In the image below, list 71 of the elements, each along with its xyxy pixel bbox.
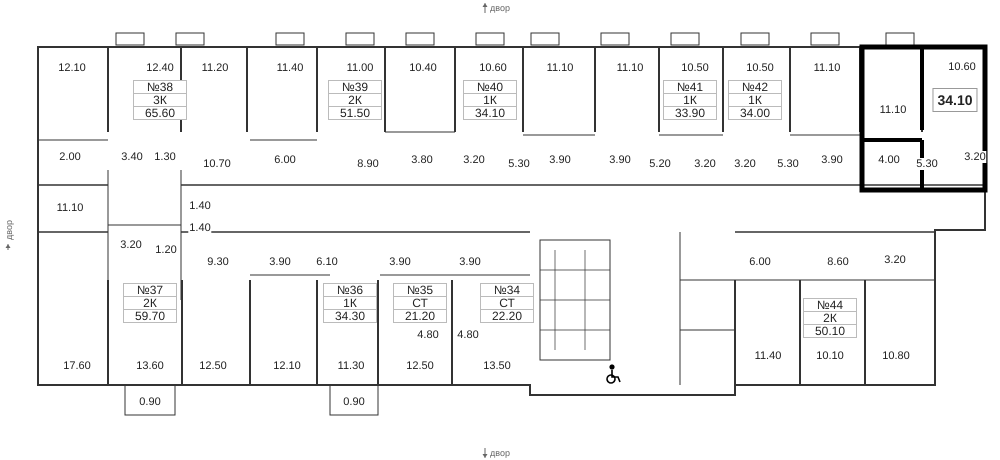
room-area: 8.60: [826, 256, 850, 268]
room-area: 5.30: [776, 158, 800, 170]
room-area: 0.90: [138, 396, 162, 408]
apartment-tag: №44 2К 50.10: [803, 298, 857, 338]
room-area: 11.10: [812, 62, 842, 74]
room-area: 12.50: [198, 360, 228, 372]
room-area: 12.50: [405, 360, 435, 372]
room-area: 5.30: [507, 158, 531, 170]
room-area: 3.90: [458, 256, 482, 268]
apartment-tag: №39 2К 51.50: [328, 80, 382, 120]
room-area: 11.10: [546, 62, 574, 74]
room-area: 3.40: [120, 151, 144, 163]
room-area: 10.60: [478, 62, 508, 74]
room-area: 10.50: [745, 62, 775, 74]
room-area: 1.40: [188, 222, 212, 234]
room-area: 3.20: [462, 154, 486, 166]
room-area: 3.90: [548, 154, 572, 166]
room-area: 9.30: [206, 256, 230, 268]
room-area: 13.60: [135, 360, 165, 372]
room-area: 3.20: [963, 151, 987, 163]
room-area: 11.20: [200, 62, 230, 74]
room-area: 13.50: [482, 360, 512, 372]
room-area: 1.40: [188, 200, 212, 212]
room-area: 11.40: [754, 350, 782, 362]
room-area: 3.90: [820, 154, 844, 166]
room-area: 4.80: [416, 329, 440, 341]
room-area: 10.40: [408, 62, 438, 74]
room-area: 17.60: [62, 360, 92, 372]
room-area: 10.10: [815, 350, 845, 362]
room-area: 3.90: [268, 256, 292, 268]
room-area: 3.90: [608, 154, 632, 166]
room-area: 3.20: [119, 239, 143, 251]
room-area: 3.80: [410, 154, 434, 166]
room-area: 11.10: [56, 202, 84, 214]
room-area: 11.10: [878, 104, 908, 116]
room-area: 1.20: [154, 244, 178, 256]
room-area: 11.40: [276, 62, 304, 74]
room-area: 6.00: [273, 154, 297, 166]
room-area: 6.00: [748, 256, 772, 268]
apartment-tag: №37 2К 59.70: [123, 283, 177, 323]
room-area: 11.00: [346, 62, 374, 74]
apartment-tag: №34 СТ 22.20: [480, 283, 534, 323]
room-area: 0.90: [342, 396, 366, 408]
room-area: 3.20: [883, 254, 907, 266]
room-area: 3.90: [388, 256, 412, 268]
apartment-tag: №40 1К 34.10: [463, 80, 517, 120]
room-area: 4.80: [456, 329, 480, 341]
apartment-tag: №42 1К 34.00: [728, 80, 782, 120]
room-area: 3.20: [693, 158, 717, 170]
room-area: 10.60: [947, 61, 977, 73]
room-area: 1.30: [153, 151, 177, 163]
room-area: 12.10: [57, 62, 87, 74]
room-area: 8.90: [356, 158, 380, 170]
room-area: 5.30: [915, 158, 939, 170]
room-area: 3.20: [733, 158, 757, 170]
room-area: 10.80: [881, 350, 911, 362]
apartment-tag: №35 СТ 21.20: [393, 283, 447, 323]
room-area: 12.10: [272, 360, 302, 372]
room-area: 5.20: [648, 158, 672, 170]
room-area: 12.40: [145, 62, 175, 74]
room-area: 11.30: [336, 360, 366, 372]
room-area: 10.50: [680, 62, 710, 74]
apartment-tag: №41 1К 33.90: [663, 80, 717, 120]
area-tag: 34.10: [932, 88, 978, 112]
room-area: 4.00: [877, 154, 901, 166]
apartment-tag: №38 3К 65.60: [133, 80, 187, 120]
apartment-tag: №36 1К 34.30: [323, 283, 377, 323]
room-area: 6.10: [315, 256, 339, 268]
room-area: 11.10: [616, 62, 644, 74]
room-area: 2.00: [58, 151, 82, 163]
room-area: 10.70: [202, 158, 232, 170]
